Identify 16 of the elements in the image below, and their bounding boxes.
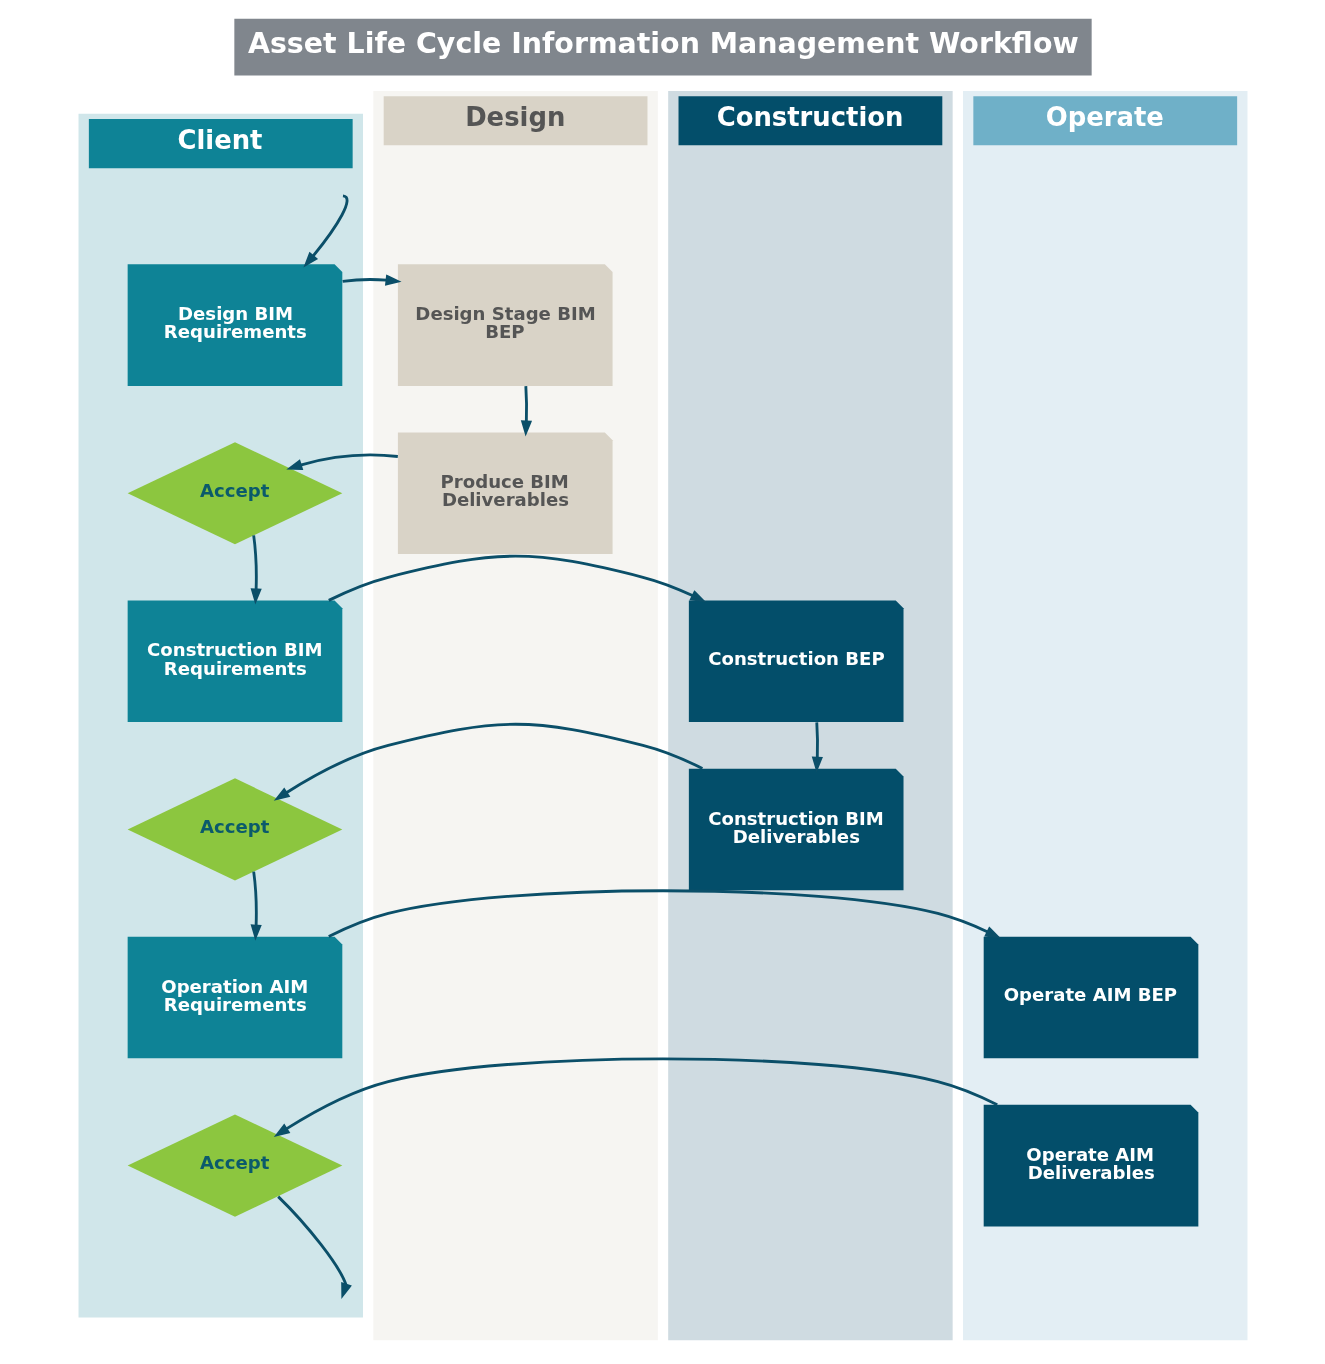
node-diamond: Accept [127,778,342,881]
arrow [276,1195,352,1299]
arrow [273,722,703,801]
arrow [302,194,348,268]
node-diamond: Accept [127,442,342,545]
arrow [285,453,398,471]
arrow [341,274,402,286]
node-diamond: Accept [127,1114,342,1217]
diagram-title: Asset Life Cycle Information Management Workflow [247,27,1079,61]
arrow [327,889,1001,939]
arrow [273,1057,998,1138]
arrow [327,554,706,603]
arrow [811,722,823,773]
arrow [250,871,262,941]
arrow [520,386,532,437]
arrow [250,535,262,605]
